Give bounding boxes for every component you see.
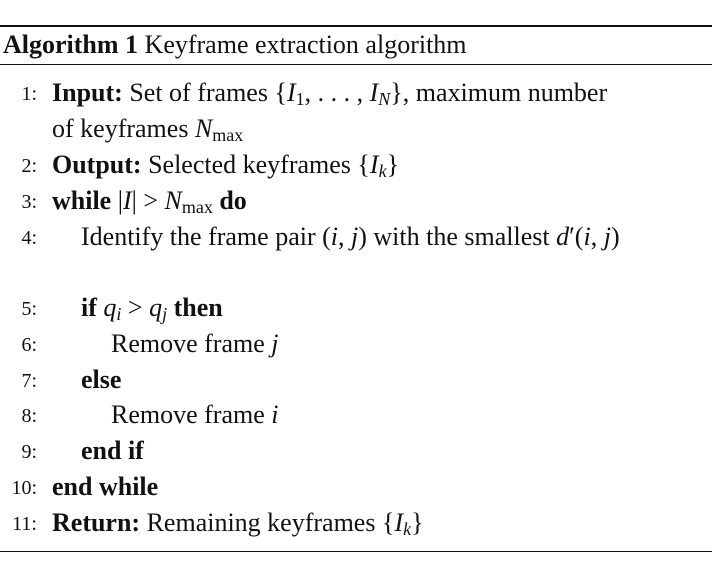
- math-subscript: N: [378, 89, 391, 109]
- line-number: 4:: [21, 227, 37, 249]
- math-var: q: [103, 293, 117, 322]
- line-text: }, maximum number: [390, 78, 608, 107]
- line-content: of keyframes Nmax: [52, 112, 243, 146]
- bottom-rule: [0, 551, 712, 552]
- line-number: 2:: [21, 155, 37, 177]
- line-number: 8:: [21, 405, 37, 427]
- keyword-while: while: [52, 186, 112, 215]
- math-var: N: [194, 114, 213, 143]
- line-content: Input: Set of frames {I1, . . . , IN}, m…: [52, 76, 607, 110]
- line-text: ,: [338, 222, 352, 251]
- line-text: ,: [590, 222, 604, 251]
- math-subscript: 1: [295, 89, 305, 109]
- math-var: I: [369, 150, 379, 179]
- line-number: 5:: [21, 298, 37, 320]
- line-text: Remaining keyframes {: [140, 508, 395, 537]
- line-content: end while: [52, 470, 158, 504]
- line-text: Set of frames {: [122, 78, 287, 107]
- line-text: |: [111, 186, 123, 215]
- line-text: (: [574, 222, 584, 251]
- keyword-output: Output:: [52, 150, 142, 179]
- line-text: | >: [131, 186, 165, 215]
- math-var: j: [351, 222, 359, 251]
- math-subscript: max: [212, 125, 244, 145]
- line-text: , . . . ,: [304, 78, 370, 107]
- line-content: if qi > qj then: [81, 291, 223, 325]
- keyword-input: Input:: [52, 78, 123, 107]
- line-number: 10:: [11, 477, 37, 499]
- caption-rule: [0, 64, 712, 65]
- line-content: Output: Selected keyframes {Ik}: [52, 148, 399, 182]
- keyword-else: else: [81, 365, 122, 394]
- math-var: j: [603, 222, 611, 251]
- line-text: Identify the frame pair (: [81, 222, 331, 251]
- keyword-end-while: end while: [52, 472, 159, 501]
- math-var: q: [149, 293, 163, 322]
- line-number: 7:: [21, 370, 37, 392]
- line-number: 1:: [21, 83, 37, 105]
- line-text: ): [610, 222, 620, 251]
- math-subscript: i: [116, 304, 122, 324]
- line-text: }: [411, 508, 424, 537]
- line-content: else: [81, 363, 121, 397]
- line-content: Remove frame j: [111, 327, 279, 361]
- math-var: i: [330, 222, 339, 251]
- keyword-then: then: [167, 293, 223, 322]
- line-text: Selected keyframes {: [141, 150, 370, 179]
- math-var: d: [556, 222, 570, 251]
- line-content: while |I| > Nmax do: [52, 184, 247, 218]
- math-subscript: max: [181, 197, 213, 217]
- algorithm-caption: Algorithm 1 Keyframe extraction algorith…: [3, 28, 467, 62]
- line-text: Remove frame: [111, 400, 272, 429]
- top-rule: [0, 25, 712, 27]
- keyword-return: Return:: [52, 508, 141, 537]
- line-text: }: [386, 150, 400, 179]
- line-text: of keyframes: [52, 114, 195, 143]
- algorithm-line-1: 1: Input: Set of frames {I1, . . . , IN}…: [0, 76, 712, 110]
- line-text: >: [121, 293, 150, 322]
- line-text: Remove frame: [111, 329, 272, 358]
- math-var: i: [271, 400, 279, 429]
- math-prime: ′: [569, 222, 575, 251]
- line-content: Remove frame i: [111, 398, 279, 432]
- line-number: 9:: [21, 441, 37, 463]
- line-number: 11:: [12, 513, 37, 535]
- line-content: Return: Remaining keyframes {Ik}: [52, 506, 424, 540]
- algorithm-label: Algorithm 1: [3, 30, 139, 59]
- math-var: I: [122, 186, 132, 215]
- keyword-do: do: [212, 186, 247, 215]
- math-var: I: [286, 78, 296, 107]
- line-number: 3:: [21, 191, 37, 213]
- line-number: 6:: [21, 334, 37, 356]
- math-var: I: [369, 78, 379, 107]
- math-subscript: k: [378, 161, 387, 181]
- math-var: N: [164, 186, 182, 215]
- math-subscript: j: [162, 304, 168, 324]
- line-content: end if: [81, 434, 144, 468]
- math-subscript: k: [403, 519, 412, 539]
- math-var: i: [583, 222, 591, 251]
- keyword-if: if: [81, 293, 97, 322]
- math-var: j: [271, 329, 279, 358]
- math-var: I: [394, 508, 404, 537]
- keyword-end-if: end if: [81, 436, 144, 465]
- algorithm-title: Keyframe extraction algorithm: [144, 30, 467, 59]
- line-content: Identify the frame pair (i, j) with the …: [81, 220, 620, 254]
- line-text: ) with the smallest: [358, 222, 557, 251]
